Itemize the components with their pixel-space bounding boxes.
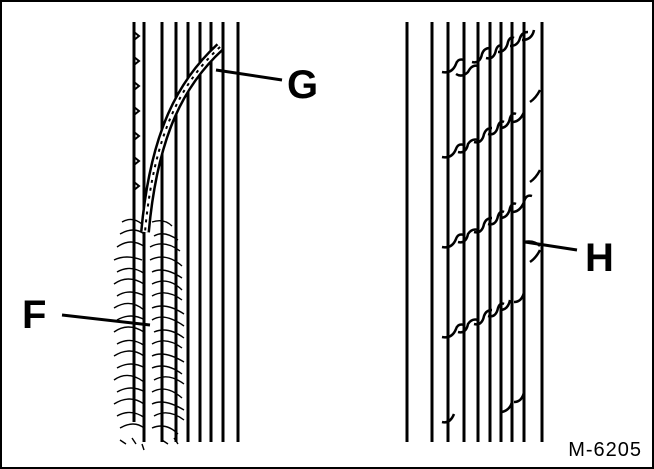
leader-line-f [61, 313, 151, 327]
callout-label-g: G [287, 63, 319, 107]
straight-fins-left [142, 22, 240, 442]
debris-growth [61, 218, 185, 451]
leader-line-g [215, 68, 283, 82]
callout-label-h: H [585, 236, 614, 280]
probe-tube [140, 43, 283, 233]
callout-label-f: F [22, 293, 47, 337]
leader-line-h [524, 240, 578, 252]
right-fin-rows [405, 22, 544, 442]
figure-code: M-6205 [568, 439, 642, 461]
left-fin-rows [132, 22, 240, 442]
bent-fin-edges [441, 29, 542, 424]
serrated-fin-edge [132, 22, 141, 422]
